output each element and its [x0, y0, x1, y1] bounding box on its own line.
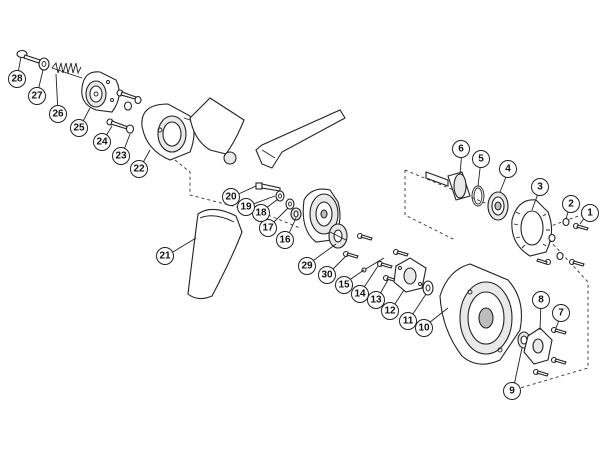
throttle-lever: [255, 109, 346, 169]
callout-29: 29: [298, 257, 316, 275]
callout-16: 16: [276, 231, 294, 249]
callout-30: 30: [318, 266, 336, 284]
svg-text:23: 23: [115, 151, 127, 162]
callout-8: 8: [532, 291, 550, 309]
svg-text:7: 7: [558, 308, 564, 319]
svg-text:28: 28: [11, 74, 23, 85]
callout-2: 2: [562, 195, 580, 213]
part-1-screws: [536, 222, 589, 267]
callout-10: 10: [415, 319, 433, 337]
callout-25: 25: [70, 119, 88, 137]
part-17-spring-washer: [290, 207, 302, 221]
part-24-screws: [106, 89, 137, 130]
svg-text:14: 14: [354, 289, 366, 300]
svg-text:29: 29: [301, 261, 313, 272]
svg-text:17: 17: [262, 223, 274, 234]
callout-28: 28: [8, 70, 26, 88]
callout-12: 12: [381, 302, 399, 320]
svg-text:18: 18: [255, 208, 267, 219]
svg-text:11: 11: [403, 316, 414, 327]
svg-text:10: 10: [418, 323, 430, 334]
part-10-gear-housing: [439, 263, 523, 365]
callout-27: 27: [28, 87, 46, 105]
svg-text:15: 15: [338, 280, 350, 291]
callout-19: 19: [237, 198, 255, 216]
part-21-handle: [187, 208, 243, 300]
part-19-washer: [275, 190, 285, 202]
assembly-guide-lines: [174, 159, 596, 389]
part-11-ring: [422, 280, 434, 296]
part-26-spring: [51, 61, 83, 79]
callout-5: 5: [472, 150, 490, 168]
svg-text:20: 20: [225, 192, 237, 203]
svg-text:22: 22: [133, 164, 145, 175]
callout-6: 6: [452, 140, 470, 158]
part-29-clutch-plate: [328, 223, 348, 249]
part-4-bearing: [487, 191, 509, 221]
part-3-toothed-ring: [511, 199, 553, 257]
handle-grip-upper: [189, 97, 245, 165]
svg-text:9: 9: [509, 386, 515, 397]
part-30-screw: [342, 250, 359, 259]
part-5-snap-ring: [471, 185, 485, 207]
svg-text:6: 6: [458, 144, 464, 155]
callout-24: 24: [93, 133, 111, 151]
part-8-flange-plate: [523, 327, 553, 365]
part-22-housing: [141, 103, 197, 161]
svg-text:4: 4: [505, 164, 511, 175]
svg-text:24: 24: [96, 137, 108, 148]
callout-9: 9: [503, 382, 521, 400]
part-6-drive-shaft: [425, 171, 471, 201]
callout-26: 26: [49, 105, 67, 123]
svg-text:8: 8: [538, 295, 544, 306]
callout-7: 7: [552, 304, 570, 322]
callout-21: 21: [156, 247, 174, 265]
svg-text:13: 13: [370, 295, 382, 306]
callout-1: 1: [581, 204, 599, 222]
callout-23: 23: [112, 147, 130, 165]
svg-text:5: 5: [478, 154, 484, 165]
svg-text:21: 21: [159, 251, 171, 262]
callout-4: 4: [499, 160, 517, 178]
callout-20: 20: [222, 188, 240, 206]
part-23-washers: [123, 95, 142, 134]
part-18-washer: [285, 198, 295, 210]
part-2-washers: [548, 217, 570, 261]
svg-text:16: 16: [279, 235, 291, 246]
part-14-screws: [356, 232, 393, 269]
callout-11: 11: [399, 312, 417, 330]
svg-text:26: 26: [52, 109, 64, 120]
part-7-screws: [532, 326, 567, 377]
callout-3: 3: [531, 178, 549, 196]
callout-18: 18: [252, 204, 270, 222]
svg-text:27: 27: [31, 91, 43, 102]
svg-text:1: 1: [587, 208, 593, 219]
svg-text:19: 19: [240, 202, 252, 213]
part-27-washer: [38, 57, 50, 71]
callout-15: 15: [335, 276, 353, 294]
svg-text:25: 25: [73, 123, 85, 134]
svg-text:12: 12: [384, 306, 396, 317]
callout-13: 13: [367, 291, 385, 309]
callout-22: 22: [130, 160, 148, 178]
callout-14: 14: [351, 285, 369, 303]
svg-text:3: 3: [537, 182, 543, 193]
svg-text:2: 2: [568, 199, 574, 210]
callout-17: 17: [259, 219, 277, 237]
part-20-bolt: [255, 182, 281, 192]
svg-text:30: 30: [321, 270, 333, 281]
part-12-gasket: [393, 257, 427, 293]
part-25-cover-cap: [81, 71, 120, 113]
